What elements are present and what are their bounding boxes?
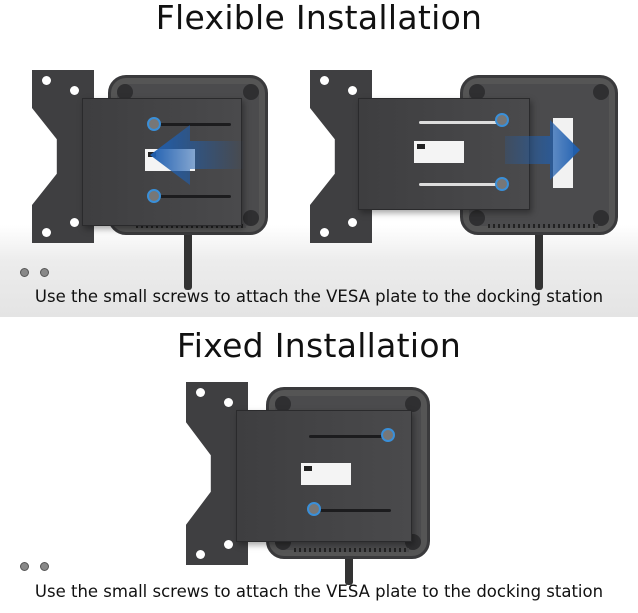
- vesa-plate: [358, 98, 530, 210]
- small-screw-icon: [20, 268, 29, 277]
- screw-icon: [147, 189, 161, 203]
- product-label: [301, 463, 351, 485]
- fixed-installation-title: Fixed Installation: [176, 326, 462, 365]
- cable: [345, 555, 353, 585]
- fixed-caption: Use the small screws to attach the VESA …: [34, 582, 604, 601]
- small-screw-icon: [40, 268, 49, 277]
- arrow-right-icon: [505, 120, 580, 180]
- screw-icon: [147, 117, 161, 131]
- screw-icon: [381, 428, 395, 442]
- flexible-caption: Use the small screws to attach the VESA …: [34, 287, 604, 306]
- vesa-plate: [236, 410, 412, 542]
- small-screw-icon: [40, 562, 49, 571]
- screw-icon: [495, 113, 509, 127]
- screw-icon: [307, 502, 321, 516]
- screw-icon: [495, 177, 509, 191]
- cable: [184, 230, 192, 290]
- small-screw-icon: [20, 562, 29, 571]
- cable: [535, 230, 543, 290]
- flexible-installation-title: Flexible Installation: [155, 0, 483, 37]
- arrow-left-icon: [150, 125, 245, 185]
- product-label: [414, 141, 464, 163]
